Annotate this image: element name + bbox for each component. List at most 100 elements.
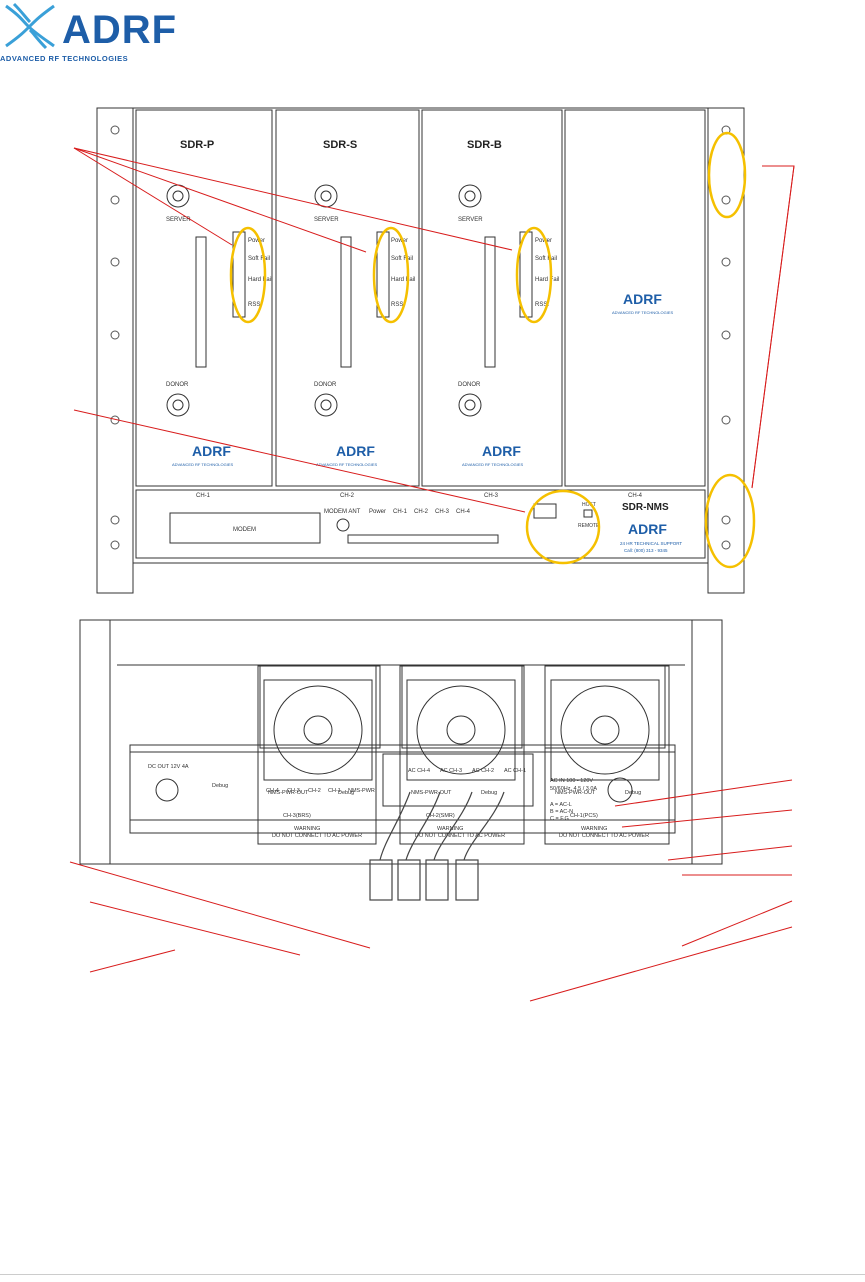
server-label: SERVER [166,217,191,223]
led-label: Hard Fail [248,277,272,283]
adrf-logo: ADRF ADVANCED RF TECHNOLOGIES [0,0,180,70]
server-connector-icon [458,184,482,208]
dc-out-connector-icon [155,778,179,802]
footer-divider [0,1274,865,1275]
channel-label: CH-3 [484,493,499,499]
module-slot-4 [564,109,706,487]
nms-title: SDR-NMS [622,502,669,513]
front-panel [96,107,745,594]
donor-label: DONOR [166,382,189,388]
led-label: Soft Fail [248,256,270,262]
module-logo: ADRF [336,443,375,459]
svg-text:CH-4: CH-4 [456,509,471,515]
debug-label: Debug [212,783,228,789]
front-right-rack-ear [707,107,745,594]
rear-chassis [109,619,693,865]
donor-connector-icon [166,393,190,417]
module-sdr-s: SDR-S SERVER Power Soft Fail Hard Fail R… [314,139,415,499]
host-remote-switch [583,509,593,518]
front-callouts [73,147,795,513]
led-label: Hard Fail [535,277,559,283]
adrf-x-logo-icon [5,2,55,50]
ac-plug-icon [397,859,421,901]
ethernet-port-icon [533,503,557,519]
svg-text:WARNING: WARNING [581,826,607,832]
svg-text:A = AC-L: A = AC-L [550,802,572,808]
led-label: Hard Fail [391,277,415,283]
svg-text:CH-1: CH-1 [393,509,408,515]
svg-text:AC CH-3: AC CH-3 [440,768,462,774]
ac-plug-icon [369,859,393,901]
module-logo: ADRF [482,443,521,459]
svg-text:AC CH-1: AC CH-1 [504,768,526,774]
svg-text:Debug: Debug [338,790,354,796]
remote-label: REMOTE [578,523,600,529]
led-label: Soft Fail [535,256,557,262]
donor-label: DONOR [458,382,481,388]
svg-text:Debug: Debug [625,790,641,796]
led-label: Power [391,238,408,244]
modem-antenna-icon [336,518,350,532]
svg-text:Debug: Debug [481,790,497,796]
svg-text:CH-1(PCS): CH-1(PCS) [570,813,598,819]
svg-text:ADVANCED RF TECHNOLOGIES: ADVANCED RF TECHNOLOGIES [462,462,524,467]
cooling-fans [263,679,660,781]
led-label: RSSI [248,302,262,308]
ac-in-label: AC IN 100 - 120V~ [550,778,596,784]
module-title: SDR-S [323,139,357,151]
fan-icon [263,679,373,781]
svg-text:WARNING: WARNING [437,826,463,832]
led-label: Power [248,238,265,244]
svg-text:AC CH-2: AC CH-2 [472,768,494,774]
svg-text:CH-2: CH-2 [308,788,321,794]
svg-text:ADVANCED RF TECHNOLOGIES: ADVANCED RF TECHNOLOGIES [172,462,234,467]
module-logo: ADRF [623,291,662,307]
svg-text:CH-1: CH-1 [328,788,341,794]
rear-unit-labels: NMS-PWR-OUT Debug CH-3(BRS) WARNING DO N… [268,790,649,839]
ac-in-connector-icon [607,777,633,803]
module-logo: ADRF [192,443,231,459]
module-sdr-p: SDR-P SERVER Power Soft Fail Hard Fail R… [166,139,272,499]
logo-tagline: ADVANCED RF TECHNOLOGIES [0,54,129,63]
donor-connector-icon [458,393,482,417]
svg-text:NMS-PWR-OUT: NMS-PWR-OUT [268,790,309,796]
svg-text:50/60Hz, 4.5 / 3.0A: 50/60Hz, 4.5 / 3.0A [550,786,597,792]
channel-label: CH-1 [196,493,211,499]
module-title: SDR-B [467,139,502,151]
modem-label: MODEM [233,527,256,533]
svg-text:CH-2: CH-2 [414,509,429,515]
server-label: SERVER [314,217,339,223]
svg-text:NMS-PWR-OUT: NMS-PWR-OUT [411,790,452,796]
nms-tray [135,489,706,559]
svg-text:DO NOT CONNECT TO AC POWER: DO NOT CONNECT TO AC POWER [559,833,649,839]
server-connector-icon [314,184,338,208]
led-label: Soft Fail [391,256,413,262]
svg-text:ADVANCED RF TECHNOLOGIES: ADVANCED RF TECHNOLOGIES [316,462,378,467]
module-blank: ADRF ADVANCED RF TECHNOLOGIES CH-4 [612,291,674,499]
svg-text:WARNING: WARNING [294,826,320,832]
channel-label: CH-4 [628,493,643,499]
donor-connector-icon [314,393,338,417]
svg-text:CH-3(BRS): CH-3(BRS) [283,813,311,819]
module-slot-3 [421,109,563,487]
led-label: RSSI [535,302,549,308]
rear-unit-1 [257,665,377,845]
nms-phone: Call: (800) 313 - 9345 [624,548,668,553]
nms-pwr-label: NMS-PWR [348,788,375,794]
svg-text:ADVANCED RF TECHNOLOGIES: ADVANCED RF TECHNOLOGIES [612,310,674,315]
modem-slot [169,512,321,544]
dc-out-label: DC OUT 12V 4A [148,764,189,770]
ac-power-cables [369,791,505,901]
host-label: HOST [582,502,596,508]
module-slot-2 [275,109,420,487]
svg-text:DO NOT CONNECT TO AC POWER: DO NOT CONNECT TO AC POWER [272,833,362,839]
led-label: Power [535,238,552,244]
svg-text:C = F.G: C = F.G [550,816,569,822]
rear-panel [79,619,723,865]
svg-text:Power: Power [369,509,386,515]
modem-ant-label: MODEM ANT [324,509,361,515]
logo-wordmark: ADRF [62,8,178,52]
nms-support: 24 HR TECHNICAL SUPPORT [620,541,682,546]
svg-text:CH-3: CH-3 [435,509,450,515]
fan-icon [406,679,516,781]
